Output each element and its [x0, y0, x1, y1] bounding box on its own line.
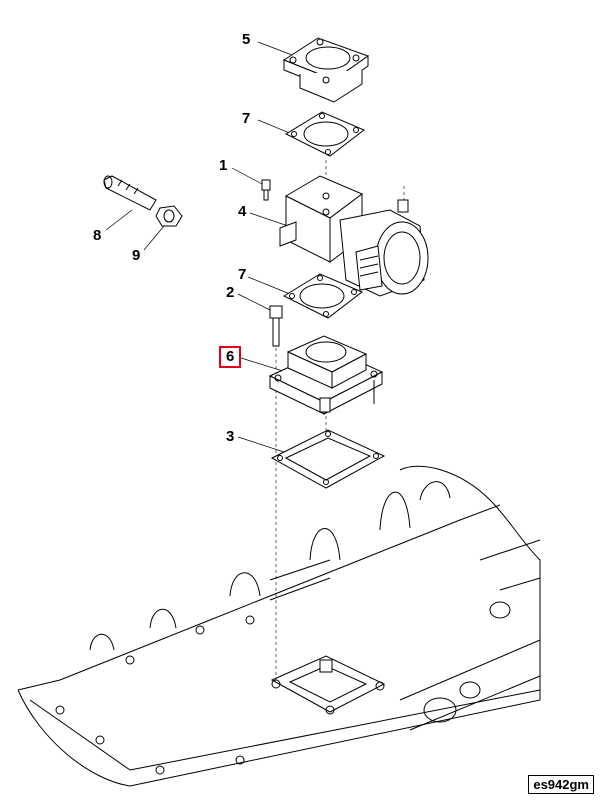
callout-label[interactable]: 9: [132, 247, 141, 264]
callout-label-highlighted[interactable]: 6: [219, 346, 242, 368]
part-3-base-gasket: [270, 429, 386, 489]
part-7-lower-gasket: [282, 273, 363, 319]
callout-label[interactable]: 7: [238, 266, 247, 283]
leader-lines: [105, 41, 301, 453]
callout-label[interactable]: 8: [93, 227, 102, 244]
part-2-long-bolt: [269, 305, 283, 347]
callout-label[interactable]: 1: [219, 157, 228, 174]
callout-label[interactable]: 4: [238, 203, 247, 220]
part-6-adapter-plate: [268, 335, 384, 415]
part-8-hose-fitting: [103, 175, 157, 211]
part-7-upper-gasket: [284, 111, 365, 157]
part-4-valve-actuator: [279, 175, 429, 297]
callout-label[interactable]: 3: [226, 428, 235, 445]
engine-manifold-block: [17, 465, 541, 787]
part-5-flange-cover: [282, 37, 370, 103]
part-1-bolt: [261, 179, 271, 201]
part-9-union-nut: [155, 205, 183, 227]
callout-label[interactable]: 7: [242, 110, 251, 127]
drawing-id-label: es942gm: [528, 775, 594, 794]
callout-label[interactable]: 2: [226, 284, 235, 301]
callout-label[interactable]: 5: [242, 31, 251, 48]
